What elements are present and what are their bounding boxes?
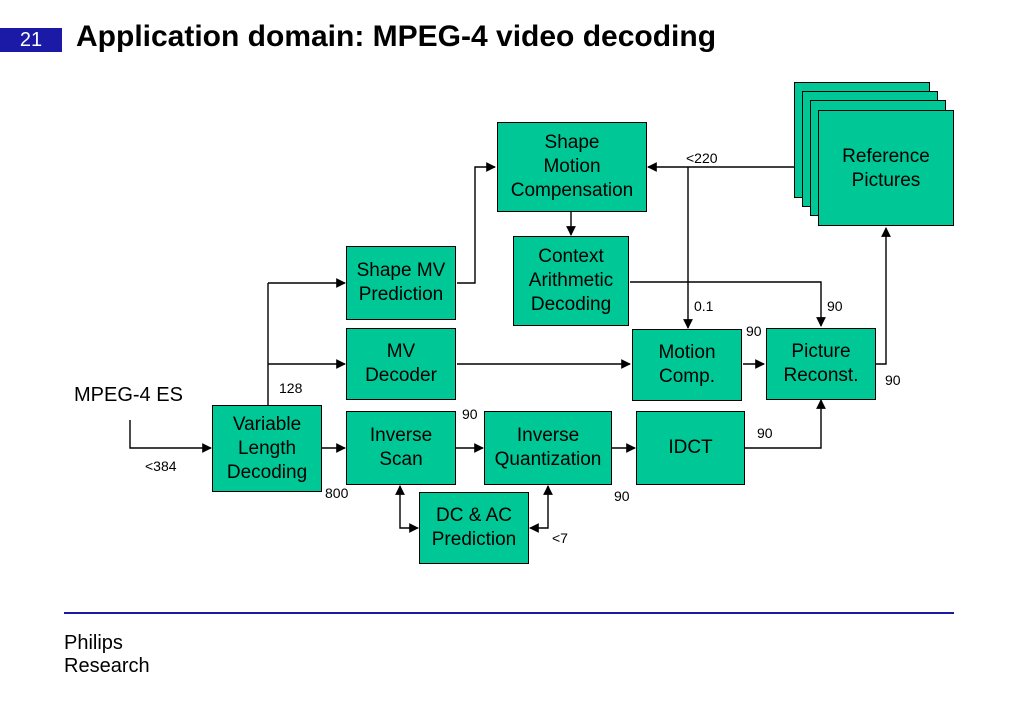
- slide-title: Application domain: MPEG-4 video decodin…: [76, 20, 717, 53]
- shape-motion-compensation-block: Shape Motion Compensation: [497, 122, 647, 212]
- rate-ref-to-shape: <220: [686, 150, 718, 166]
- arrow-cad-to-recon: [630, 281, 826, 327]
- inverse-scan-label: Inverse Scan: [369, 425, 433, 470]
- arrow-idct-to-recon: [745, 399, 826, 449]
- motion-comp-block: Motion Comp.: [632, 329, 742, 401]
- inverse-scan-block: Inverse Scan: [346, 411, 456, 485]
- dc-ac-prediction-block: DC & AC Prediction: [419, 492, 529, 564]
- context-arithmetic-decoding-label: Context Arithmetic Decoding: [528, 246, 614, 315]
- arrow-scan-dcac: [395, 485, 419, 533]
- footer-brand: Philips Research: [64, 632, 150, 677]
- rate-recon-to-ref: 90: [885, 372, 901, 388]
- picture-reconst-block: Picture Reconst.: [766, 328, 876, 400]
- arrow-es-to-vld: [129, 420, 212, 453]
- rate-mc-to-recon: 90: [746, 323, 762, 339]
- rate-vld-to-mv: 128: [279, 380, 303, 396]
- reference-pictures-block: Reference Pictures: [818, 110, 954, 226]
- motion-comp-label: Motion Comp.: [658, 342, 716, 387]
- reference-pictures-label: Reference Pictures: [842, 146, 930, 191]
- input-label: MPEG-4 ES: [74, 384, 183, 406]
- mv-decoder-block: MV Decoder: [346, 328, 456, 400]
- footer-divider: [64, 612, 954, 614]
- picture-reconst-label: Picture Reconst.: [783, 341, 859, 386]
- idct-label: IDCT: [668, 437, 713, 458]
- rate-vld-to-scan: 800: [325, 485, 349, 501]
- rate-dcac: <7: [552, 530, 568, 546]
- shape-motion-compensation-label: Shape Motion Compensation: [510, 132, 634, 201]
- rate-cad-to-recon: 90: [827, 298, 843, 314]
- inverse-quantization-label: Inverse Quantization: [494, 425, 602, 470]
- rate-idct-to-recon: 90: [757, 425, 773, 441]
- arrow-quant-dcac: [529, 485, 553, 533]
- variable-length-decoding-label: Variable Length Decoding: [226, 413, 308, 483]
- slide-number: 21: [0, 28, 62, 52]
- shape-mv-prediction-block: Shape MV Prediction: [346, 246, 456, 320]
- inverse-quantization-block: Inverse Quantization: [484, 411, 612, 485]
- dc-ac-prediction-label: DC & AC Prediction: [431, 505, 517, 550]
- variable-length-decoding-block: Variable Length Decoding: [212, 405, 322, 492]
- rate-es-in: <384: [145, 458, 177, 474]
- rate-ref-to-mc: 0.1: [694, 298, 714, 314]
- context-arithmetic-decoding-block: Context Arithmetic Decoding: [513, 236, 629, 326]
- shape-mv-prediction-label: Shape MV Prediction: [356, 260, 446, 305]
- idct-block: IDCT: [636, 411, 745, 485]
- rate-scan-to-quant: 90: [462, 406, 478, 422]
- mv-decoder-label: MV Decoder: [365, 341, 437, 386]
- arrow-recon-to-ref: [876, 227, 891, 365]
- arrow-shape-mv-to-shape-mc: [457, 162, 496, 284]
- rate-quant-to-idct: 90: [614, 488, 630, 504]
